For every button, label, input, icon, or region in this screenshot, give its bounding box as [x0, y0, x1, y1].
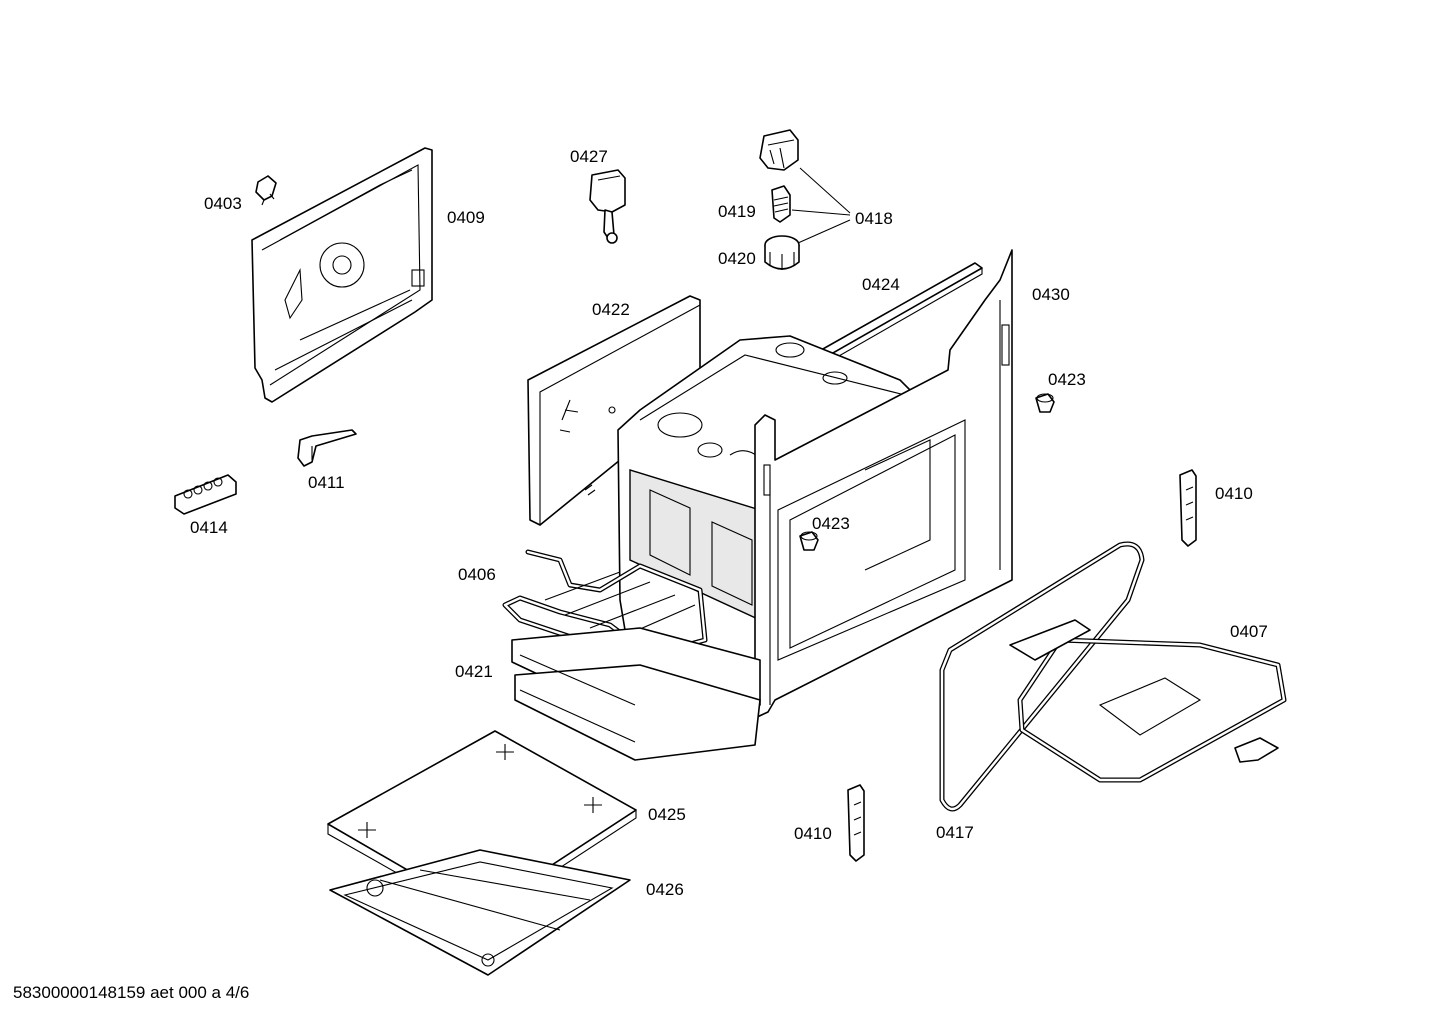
label-0403: 0403 — [204, 194, 242, 213]
label-0420: 0420 — [718, 249, 756, 268]
label-0423-b: 0423 — [812, 514, 850, 533]
part-0423-a — [1035, 393, 1055, 413]
label-0425: 0425 — [648, 805, 686, 824]
label-0417: 0417 — [936, 823, 974, 842]
part-0407-element — [1009, 619, 1287, 783]
label-0418: 0418 — [855, 209, 893, 228]
part-0418-lamp — [759, 129, 799, 171]
part-0410-a — [1179, 469, 1197, 547]
part-0414-terminal — [174, 474, 237, 515]
label-0419: 0419 — [718, 202, 756, 221]
label-0430: 0430 — [1032, 285, 1070, 304]
part-0410-b — [847, 784, 865, 862]
label-0409: 0409 — [447, 208, 485, 227]
part-0430-front-frame — [754, 249, 1013, 719]
label-0423-a: 0423 — [1048, 370, 1086, 389]
label-0421: 0421 — [455, 662, 493, 681]
label-0424: 0424 — [862, 275, 900, 294]
leader-0418-a — [799, 167, 851, 214]
part-0417-element — [939, 541, 1145, 812]
part-0419-bulb — [771, 185, 791, 223]
label-0410-a: 0410 — [1215, 484, 1253, 503]
part-0420-cover — [764, 235, 800, 270]
label-0426: 0426 — [646, 880, 684, 899]
leader-0418-b — [791, 209, 851, 216]
part-0403 — [255, 175, 277, 206]
label-0411: 0411 — [308, 473, 345, 492]
label-0410-b: 0410 — [794, 824, 832, 843]
label-0422: 0422 — [592, 300, 630, 319]
label-0407: 0407 — [1230, 622, 1268, 641]
part-0409-rear-panel — [251, 147, 433, 403]
leader-0418-c — [797, 219, 851, 244]
label-0414: 0414 — [190, 518, 228, 537]
label-0427: 0427 — [570, 147, 608, 166]
part-0421-insulation — [511, 627, 761, 761]
part-0423-b — [799, 531, 819, 551]
drawing-reference-number: 58300000148159 aet 000 a 4/6 — [13, 983, 250, 1002]
part-0427-switch — [589, 169, 626, 244]
part-0426-base — [329, 849, 631, 976]
label-0406: 0406 — [458, 565, 496, 584]
part-0411-bracket — [297, 429, 357, 467]
